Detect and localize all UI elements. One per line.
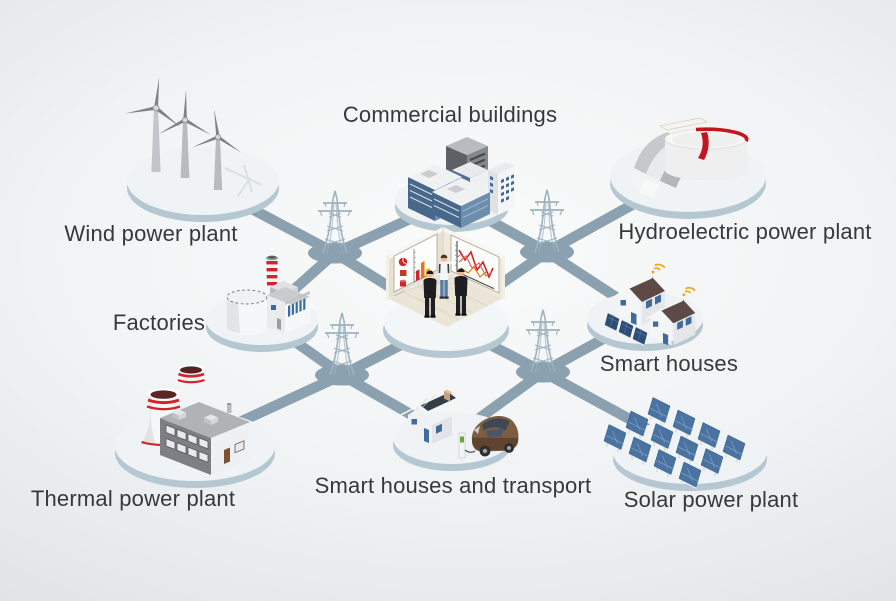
operator-left [423,270,437,318]
label-smart-houses: Smart houses [599,351,739,376]
label-factories: Factories [112,310,206,335]
label-smart-houses-and-transport: Smart houses and transport [314,473,592,498]
node-smart-houses [587,263,703,351]
label-hydroelectric-power-plant: Hydroelectric power plant [618,219,872,244]
house-and-electric-car-icon [400,389,519,459]
label-wind-power-plant: Wind power plant [64,221,238,246]
node-hydroelectric-power-plant [610,117,766,219]
hub-pad [315,364,369,386]
hub-pad [308,242,362,264]
node-smart-houses-and-transport [393,389,519,471]
label-commercial-buildings: Commercial buildings [342,102,558,127]
node-control-center [383,227,509,358]
label-thermal-power-plant: Thermal power plant [30,486,236,511]
node-thermal-power-plant [115,364,275,488]
ev-charging-station [458,432,476,459]
operator-right [454,268,468,316]
wind-turbines-icon [125,77,263,197]
label-solar-power-plant: Solar power plant [623,487,799,512]
control-room-icon [386,227,505,327]
node-solar-power-plant [603,396,767,491]
hub-pad [516,361,570,383]
hub-pad [520,241,574,263]
grid-hubs [308,241,574,386]
operator-presenter [438,254,461,299]
hydro-dam-icon [626,117,749,198]
dashboard-screen-lines [450,234,500,294]
node-commercial-buildings [395,137,515,232]
office-buildings-icon [408,137,515,228]
node-wind-power-plant [125,77,279,222]
platform [127,147,279,215]
factory-icon [226,255,310,335]
electric-car [471,415,519,457]
dashboard-screen-bars [393,233,438,293]
cooling-towers-icon [141,364,250,475]
node-factories [206,255,318,352]
